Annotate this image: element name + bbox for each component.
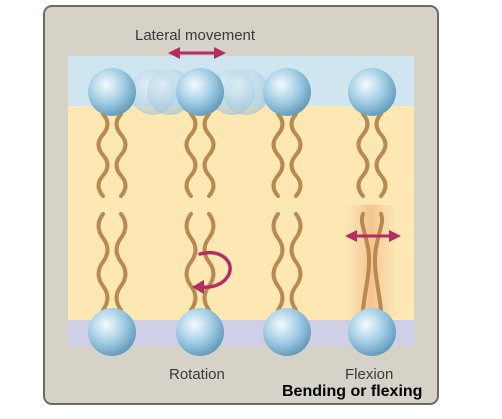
lipid-head-top-2	[176, 68, 224, 116]
flexion-label: Flexion	[345, 366, 394, 383]
lipid-head-bottom-2	[176, 308, 224, 356]
lipid-tail-upper	[271, 112, 285, 198]
flexion-glow	[345, 205, 397, 317]
lipid-tail-lower	[289, 212, 303, 312]
lipid-tail-upper	[374, 112, 388, 198]
lipid-head-top-1	[88, 68, 136, 116]
lipid-tail-upper	[356, 112, 370, 198]
lipid-tail-upper	[96, 112, 110, 198]
circular-arrow-icon	[192, 250, 232, 294]
lipid-tails	[96, 112, 388, 312]
lipid-tail-lower	[202, 212, 216, 312]
lipid-head-top-4	[348, 68, 396, 116]
lipid-tail-upper	[184, 112, 198, 198]
lipid-tail-lower	[184, 212, 198, 312]
lipid-tail-lower	[96, 212, 110, 312]
lipid-tail-lower	[359, 212, 372, 312]
lipid-tail-upper	[202, 112, 216, 198]
lipid-head-bottom-1	[88, 308, 136, 356]
lateral-movement-label: Lateral movement	[135, 27, 256, 44]
lipid-head-bottom-3	[263, 308, 311, 356]
lipid-tail-lower	[271, 212, 285, 312]
lipid-tail-upper	[114, 112, 128, 198]
lipid-head-top-3	[263, 68, 311, 116]
rotation-label: Rotation	[169, 366, 225, 383]
lipid-tail-upper	[289, 112, 303, 198]
bending-caption: Bending or flexing	[282, 383, 423, 400]
flexion-arrow-icon	[345, 230, 401, 242]
lipid-tail-lower	[372, 212, 385, 312]
lipid-head-bottom-4	[348, 308, 396, 356]
double-headed-arrow-icon	[168, 47, 226, 59]
lipid-tail-lower	[114, 212, 128, 312]
